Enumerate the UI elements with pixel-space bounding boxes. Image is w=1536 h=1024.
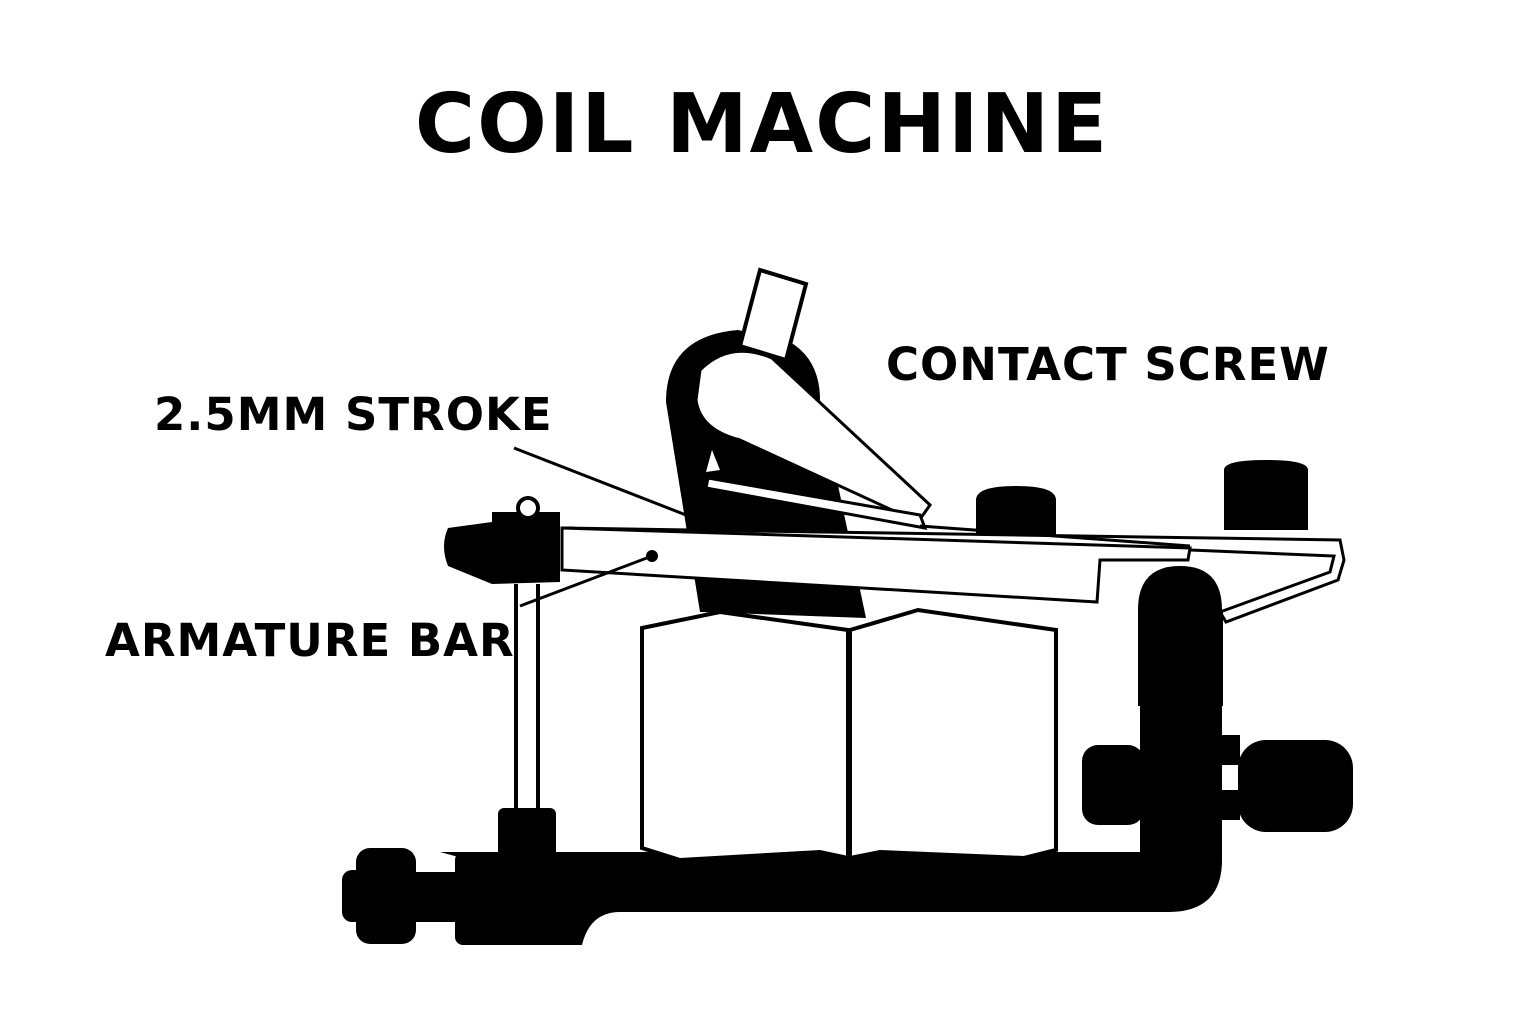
coil-left xyxy=(640,609,850,863)
label-stroke: 2.5MM STROKE xyxy=(154,388,553,441)
armature-bar xyxy=(560,524,1346,624)
coil-right xyxy=(848,607,1058,861)
binding-posts xyxy=(976,460,1308,540)
front-tube-clamp xyxy=(444,496,560,808)
label-contact-screw: CONTACT SCREW xyxy=(886,338,1330,391)
machine-frame xyxy=(342,566,1353,945)
diagram-title: COIL MACHINE xyxy=(415,77,1109,172)
leader-lines xyxy=(513,446,687,608)
label-armature-bar: ARMATURE BAR xyxy=(105,614,515,667)
